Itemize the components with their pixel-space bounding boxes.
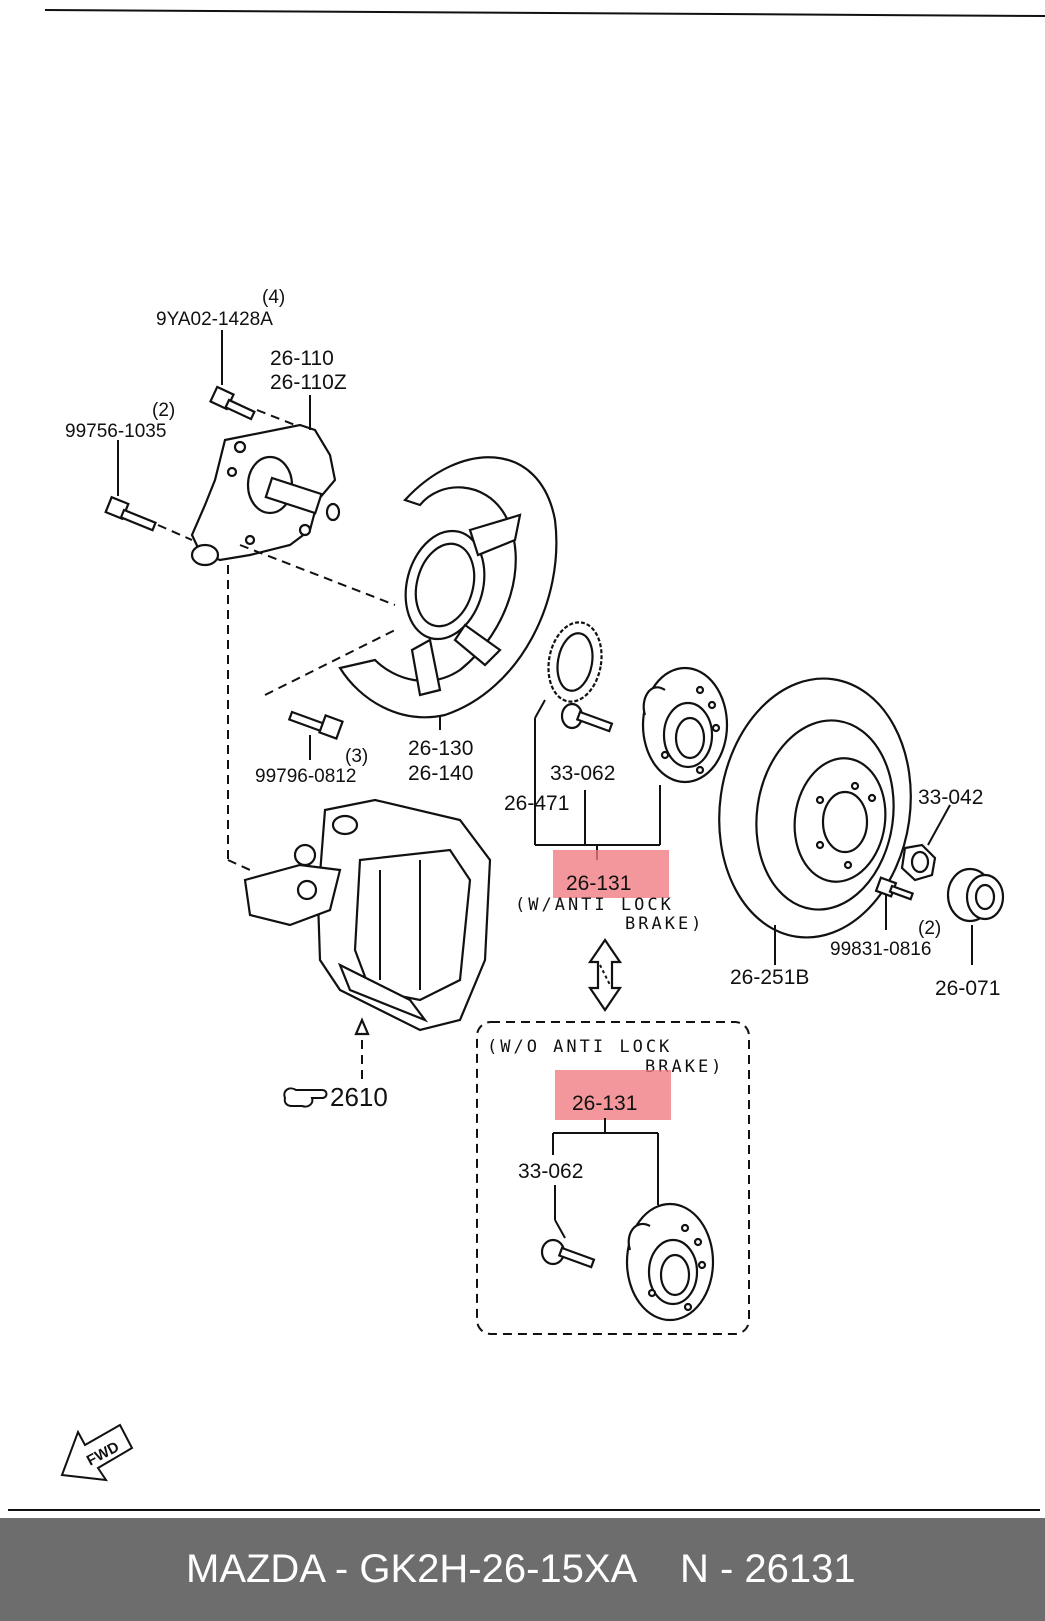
qty-9ya02: (4) <box>262 287 285 308</box>
without-abs-box <box>476 1021 750 1335</box>
top-frame-line <box>44 9 1045 17</box>
footer-part-number: MAZDA - GK2H-26-15XA <box>186 1547 638 1591</box>
label-26-131-a: 26-131 <box>566 872 631 895</box>
bolt-9ya02-1428a <box>209 330 296 426</box>
screw-99831-0816 <box>874 876 915 930</box>
label-99756-1035: 99756-1035 <box>65 421 166 442</box>
label-99831-0816: 99831-0816 <box>830 939 931 960</box>
label-26-130: 26-130 <box>408 737 473 760</box>
tone-ring-26-471 <box>547 621 603 703</box>
qty-99796: (3) <box>345 746 368 767</box>
label-33-062-a: 33-062 <box>550 762 615 785</box>
note-without-abs-line1: (W/O ANTI LOCK <box>487 1037 672 1057</box>
hub-bolt-33-062-b <box>540 1238 596 1269</box>
label-26-251b: 26-251B <box>730 966 809 989</box>
qty-99756: (2) <box>152 400 175 421</box>
brake-disc-26-251b <box>718 677 912 939</box>
label-26-140: 26-140 <box>408 762 473 785</box>
footer-bar: MAZDA - GK2H-26-15XA N - 26131 <box>0 1518 1045 1621</box>
dust-shield-26-130 <box>338 456 558 719</box>
label-26-110z: 26-110Z <box>270 371 347 394</box>
highlight-26-131-a <box>553 850 669 898</box>
label-99796-0812: 99796-0812 <box>255 766 356 787</box>
label-9ya02-1428a: 9YA02-1428A <box>156 309 273 330</box>
footer-diagram-number: N - 26131 <box>680 1547 856 1591</box>
pointing-hand-icon <box>283 1087 328 1108</box>
note-with-abs-line2: BRAKE) <box>625 914 704 934</box>
qty-99831: (2) <box>918 918 941 939</box>
bolt-99756-1035 <box>104 440 193 541</box>
label-26-131-b: 26-131 <box>572 1092 637 1115</box>
highlight-26-131-b <box>555 1070 671 1120</box>
hub-bolt-33-062-a <box>560 702 614 733</box>
label-33-062-b: 33-062 <box>518 1160 583 1183</box>
parts-diagram: (4) 9YA02-1428A 26-110 26-110Z (2) 99756… <box>8 9 1045 1511</box>
label-2610: 2610 <box>330 1082 388 1112</box>
double-arrow-icon <box>587 938 623 1012</box>
fwd-arrow-icon: FWD <box>60 1423 134 1482</box>
bolt-99796-0812 <box>287 710 344 760</box>
caliper-2610 <box>243 798 492 1032</box>
knuckle-26-110 <box>190 423 341 567</box>
grease-cap-26-071 <box>946 867 1005 965</box>
wheel-hub-26-131-b <box>625 1202 715 1322</box>
label-26-071: 26-071 <box>935 977 1000 1000</box>
label-33-042: 33-042 <box>918 786 983 809</box>
label-26-471: 26-471 <box>504 792 569 815</box>
wheel-hub-26-131-a <box>641 666 729 784</box>
note-with-abs-line1: (W/ANTI LOCK <box>515 895 674 915</box>
nut-33-042 <box>900 804 951 882</box>
label-26-110: 26-110 <box>270 347 334 370</box>
